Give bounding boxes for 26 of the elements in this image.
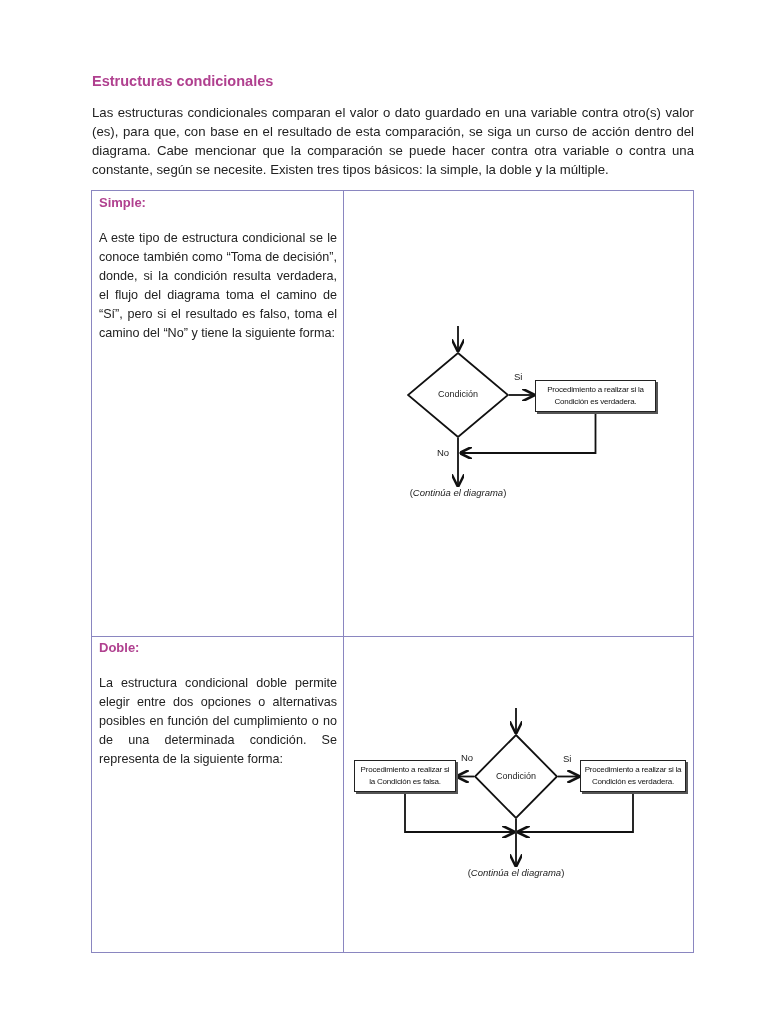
arrow [458, 412, 597, 461]
continuation-note: (Continúa el diagrama) [452, 867, 580, 881]
process-box: Procedimiento a realizar si la Condición es verdadera. [535, 380, 656, 412]
arrow [508, 818, 524, 869]
edge-label: Si [513, 371, 524, 382]
edge-label: No [436, 447, 451, 458]
intro-paragraph: Las estructuras condicionales comparan el valor o dato guardado en una variable contra otro(s) valor (es), para que, con base en el resultado de esta comparación, se siga un curso de acción dentro del diagrama. Cabe mencionar que la comparación se puede hacer contra otra variable o contra una constante, según se necesite. Existen tres tipos básicos: la simple, la doble y la múltiple. [92, 104, 694, 179]
continuation-note: (Continúa el diagrama) [394, 487, 522, 501]
description-paragraph: A este tipo de estructura condicional se le conoce también como “Toma de decisión”, donde, si la condición resulta verdadera, el flujo del diagrama toma el camino de “Sí”, pero si el resultado es falso, toma el camino del “No” y tiene la siguiente forma: [99, 230, 337, 342]
diamond-label: Condición [495, 770, 537, 781]
edge-label: Si [562, 753, 573, 764]
arrow [404, 792, 517, 840]
section-heading: Doble: [99, 640, 141, 655]
edge-label: No [460, 752, 475, 763]
section-heading: Simple: [99, 195, 147, 210]
arrow [508, 707, 524, 736]
description-paragraph: La estructura condicional doble permite elegir entre dos opciones o alternativas posibles en función del cumplimiento o no de una determinada condición. Se representa de la siguiente forma: [99, 675, 337, 768]
arrow [450, 325, 466, 354]
diamond-label: Condición [437, 389, 479, 399]
arrow [450, 437, 466, 489]
arrow [515, 792, 634, 840]
process-box: Procedimiento a realizar si la Condición es falsa. [354, 760, 456, 792]
page-heading: Estructuras condicionales [92, 73, 274, 89]
arrow [508, 387, 537, 403]
arrow [557, 768, 582, 785]
process-box: Procedimiento a realizar si la Condición es verdadera. [580, 760, 686, 792]
